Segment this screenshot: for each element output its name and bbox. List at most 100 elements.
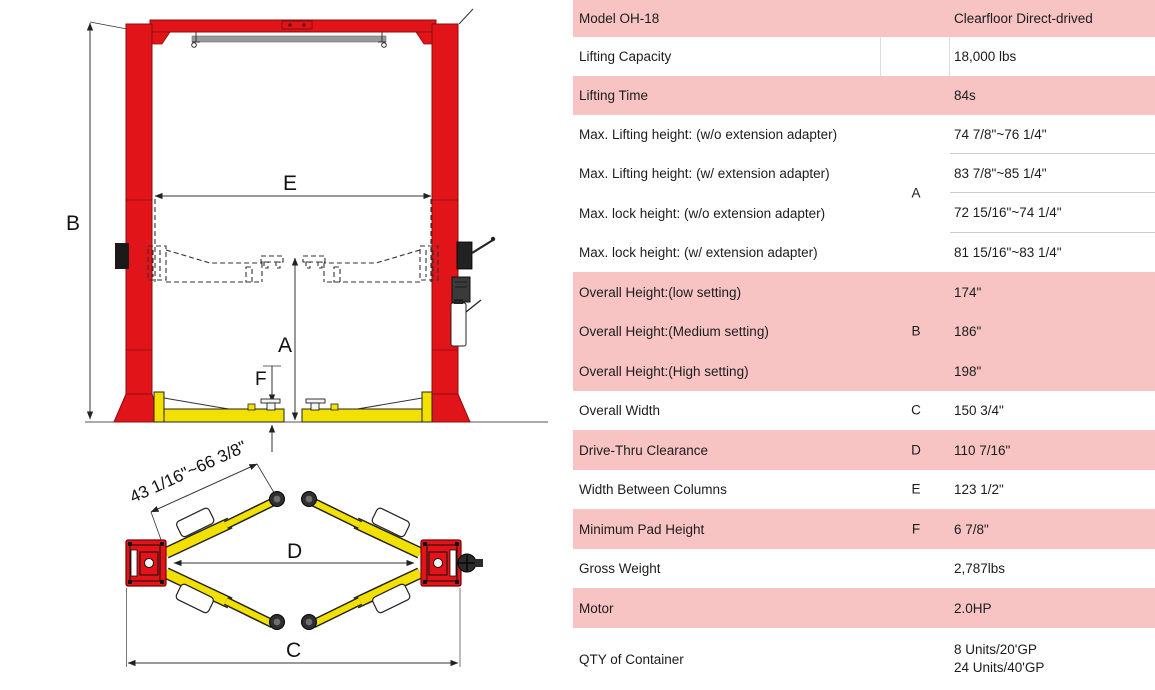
top-crossbeam [149, 19, 437, 45]
spec-value: 174" [950, 272, 1155, 312]
dim-label-e: E [283, 172, 297, 195]
spec-value: Clearfloor Direct-drived [950, 0, 1155, 37]
ref-letter-c: C [911, 402, 921, 418]
spec-letter [880, 37, 950, 76]
spec-value: 72 15/16"~74 1/4" [950, 193, 1155, 233]
table-row: Lifting Capacity 18,000 lbs [573, 37, 1155, 76]
spec-letter [880, 115, 950, 154]
spec-label: Overall Height:(low setting) [579, 284, 742, 300]
spec-value-text: 74 7/8"~76 1/4" [954, 126, 1047, 142]
ref-letter-e: E [911, 481, 921, 497]
motor-box [451, 276, 471, 303]
ref-letter-a: A [911, 185, 921, 201]
arm-top-left [163, 497, 275, 559]
spec-value-text: 2,787lbs [954, 561, 1006, 576]
spec-value-text: 6 7/8" [954, 521, 989, 537]
table-row: Motor 2.0HP [573, 588, 1155, 628]
right-column [422, 8, 474, 423]
table-row: Model OH-18 Clearfloor Direct-drived [573, 0, 1155, 37]
spec-value-text: 150 3/4" [954, 403, 1004, 418]
table-row: QTY of Container 8 Units/20'GP 24 Units/… [573, 628, 1155, 690]
ref-letter-f: F [911, 521, 921, 537]
table-row: Overall Height:(low setting) 174" [573, 272, 1155, 312]
table-row: Gross Weight 2,787lbs [573, 549, 1155, 588]
spec-value-text: 72 15/16"~74 1/4" [954, 205, 1062, 220]
table-row: Lifting Time 84s [573, 76, 1155, 115]
spec-value-text: 2.0HP [954, 600, 992, 616]
spec-value-text: 81 15/16"~83 1/4" [954, 245, 1062, 260]
table-row: Overall Height:(Medium setting) 186" [573, 312, 1155, 351]
spec-label: Motor [579, 600, 614, 616]
spec-value: 110 7/16" [950, 430, 1155, 470]
arm-bottom-left [163, 567, 275, 629]
spec-value: 123 1/2" [950, 470, 1155, 509]
dim-label-b: B [66, 212, 80, 235]
spec-label: Max. Lifting height: (w/ extension adapt… [579, 166, 830, 181]
two-post-lift-diagram: B [66, 8, 548, 667]
lift-pads [269, 491, 317, 630]
spec-letter [880, 0, 950, 37]
spec-value: 2.0HP [950, 588, 1155, 628]
spec-label: QTY of Container [579, 651, 684, 667]
spec-value: 18,000 lbs [950, 37, 1155, 76]
table-row: Max. lock height: (w/o extension adapter… [573, 193, 1155, 233]
dim-label-a: A [278, 334, 292, 357]
ref-letter-d: D [911, 442, 921, 458]
arm-bottom-right [311, 567, 423, 629]
spec-table: Model OH-18 Clearfloor Direct-drived Lif… [573, 0, 1155, 690]
table-row: Overall Width 150 3/4" [573, 391, 1155, 430]
spec-label: Max. lock height: (w/o extension adapter… [579, 205, 826, 221]
spec-value: 2,787lbs [950, 549, 1155, 588]
left-base-plate [125, 539, 167, 587]
table-row: Max. lock height: (w/ extension adapter)… [573, 233, 1155, 272]
spec-letter [880, 76, 950, 115]
spec-value: 83 7/8"~85 1/4" [950, 154, 1155, 193]
spec-label: Minimum Pad Height [579, 521, 705, 537]
table-row: Width Between Columns 123 1/2" [573, 470, 1155, 509]
table-row: Max. Lifting height: (w/ extension adapt… [573, 154, 1155, 193]
spec-label: Model OH-18 [579, 11, 660, 26]
lift-technical-drawing: B [0, 0, 575, 690]
spec-value-text: 83 7/8"~85 1/4" [954, 165, 1047, 181]
spec-value: 186" [950, 312, 1155, 351]
spec-label: Overall Height:(High setting) [579, 363, 749, 379]
table-row: Minimum Pad Height 6 7/8" [573, 509, 1155, 549]
spec-value-text: 84s [954, 88, 976, 103]
left-column-pad [115, 243, 129, 269]
spec-label: Lifting Time [579, 88, 649, 103]
spec-value: 74 7/8"~76 1/4" [950, 115, 1155, 154]
spec-value-text: 174" [954, 284, 982, 300]
spec-value: 198" [950, 351, 1155, 391]
lowered-arms [153, 391, 433, 423]
spec-value-text: 24 Units/40'GP [954, 660, 1045, 675]
spec-letter [880, 351, 950, 391]
right-base-plate [420, 539, 483, 587]
spec-label: Drive-Thru Clearance [579, 442, 709, 458]
spec-value-text: 110 7/16" [954, 442, 1011, 458]
arm-blocks [175, 507, 411, 614]
control-box [456, 241, 473, 270]
spec-value-text: 186" [954, 324, 982, 339]
spec-value: 150 3/4" [950, 391, 1155, 430]
dim-label-d: D [287, 540, 302, 563]
spec-letter [880, 588, 950, 628]
power-unit [450, 236, 496, 347]
table-row: Overall Height:(High setting) 198" [573, 351, 1155, 391]
safety-bar [191, 32, 387, 48]
spec-value: 8 Units/20'GP 24 Units/40'GP [950, 628, 1155, 690]
dimension-b [86, 21, 128, 420]
dim-label-c: C [286, 639, 301, 662]
spec-value-text: 8 Units/20'GP [954, 642, 1037, 657]
spec-letter [880, 549, 950, 588]
spec-value-text: 18,000 lbs [954, 49, 1017, 64]
dimension-f [263, 365, 281, 452]
spec-label: Max. Lifting height: (w/o extension adap… [579, 127, 838, 142]
arm-length-label: 43 1/16"~66 3/8" [127, 437, 250, 507]
spec-value-text: 198" [954, 363, 982, 379]
front-view: B [66, 8, 548, 452]
spec-value-text: 123 1/2" [954, 482, 1004, 497]
dim-label-f: F [255, 369, 267, 390]
table-row: Drive-Thru Clearance 110 7/16" [573, 430, 1155, 470]
spec-label: Overall Height:(Medium setting) [579, 324, 769, 339]
